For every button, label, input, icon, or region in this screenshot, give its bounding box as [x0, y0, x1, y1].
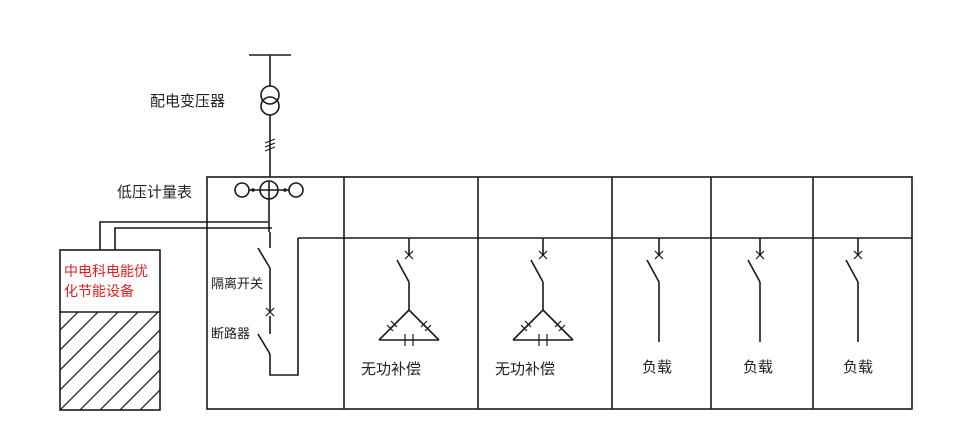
- meter-symbol: [234, 180, 304, 232]
- isolation-switch-label: 隔离开关: [211, 276, 263, 292]
- device-label-line1: 中电科电能优: [64, 264, 148, 280]
- capacitor-bank-2: [512, 238, 574, 346]
- breaker-label: 断路器: [211, 326, 250, 342]
- switchgear-cabinets: [206, 176, 913, 410]
- cabinet-5-label: 负载: [743, 358, 773, 376]
- cabinet-3-label: 无功补偿: [495, 360, 555, 378]
- load-feeder-1: [646, 238, 664, 342]
- incoming-feeder: [257, 232, 299, 376]
- device-label-line2: 化节能设备: [64, 283, 134, 300]
- load-feeder-2: [747, 238, 765, 342]
- device-connection-wires: [99, 221, 272, 250]
- transformer-label: 配电变压器: [150, 92, 225, 110]
- device-hatching: [60, 312, 160, 410]
- capacitor-bank-1: [378, 238, 440, 346]
- load-feeder-3: [845, 238, 863, 342]
- cabinet-6-label: 负载: [843, 358, 873, 376]
- meter-label: 低压计量表: [117, 183, 192, 201]
- transformer-symbol: [249, 54, 291, 177]
- cabinet-2-label: 无功补偿: [361, 360, 421, 378]
- cabinet-4-label: 负载: [642, 358, 672, 376]
- energy-saving-device: [59, 249, 161, 411]
